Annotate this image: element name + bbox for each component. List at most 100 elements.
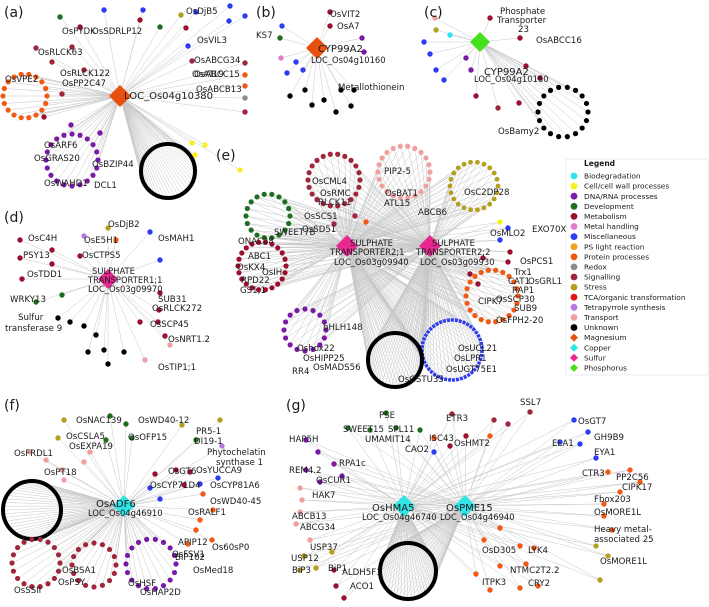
edge [123,505,197,531]
gene-node [367,427,373,433]
gene-node [423,155,429,161]
edge [319,481,405,507]
edge [119,95,162,146]
gene-label: OsHSF [128,579,156,589]
gene-node [306,184,312,190]
gene-node [393,425,399,431]
edge [394,245,431,334]
edge [424,505,466,549]
gene-node [21,581,27,587]
gene-node [426,176,432,182]
gene-node [171,552,178,559]
edge [8,81,121,97]
edge [429,245,448,380]
edge-layer [2,5,641,600]
edge [346,245,377,341]
gene-label: OsSCP45 [150,320,189,330]
gene-label: OsWD40-12 [138,416,189,426]
edge [119,20,230,97]
edge [403,491,621,507]
gene-node [210,507,216,513]
edge [71,505,125,566]
gene-label: OsMORE1L [600,557,647,567]
gene-label: SSL7 [520,398,541,408]
gene-node [331,461,337,467]
edge [71,95,121,135]
gene-node [193,9,199,15]
edge [45,88,121,97]
gene-node [77,24,83,30]
gene-node [472,313,478,319]
edge [464,491,621,507]
gene-node [557,439,563,445]
edge [295,505,466,525]
gene-node [11,74,17,80]
gene-node [302,87,308,93]
gene-label: Trx1 [513,268,532,278]
legend-swatch [570,353,578,362]
edge [52,489,125,507]
edge [403,445,451,507]
gene-node [579,125,585,131]
gene-label: ALDH5F1 [342,568,382,578]
gene-node [282,335,289,341]
gene-node [451,170,457,176]
edge [346,245,370,354]
edge [85,505,125,545]
gene-node [129,545,135,551]
gene-node [215,475,221,481]
gene-node [5,79,11,85]
gene-node [348,103,354,109]
gene-node [464,286,470,292]
gene-node [193,437,199,443]
gene-node [405,143,411,149]
edge [238,245,431,260]
gene-node [500,269,506,275]
legend-item-label: Metabolism [584,212,627,221]
legend-item-label: Redox [584,263,607,272]
gene-node [137,17,143,23]
panel-a-label: (a) [4,5,24,21]
gene-node [279,23,285,29]
gene-label: OsUGT75E1 [446,365,497,375]
edge [119,95,142,168]
gene-node [51,575,57,582]
edge [123,439,197,507]
edge [411,245,431,339]
edge [390,505,405,594]
legend-item-label: Tetrapyrrole synthesis [583,303,666,312]
gene-label: ISC43 [429,434,454,444]
gene-node [317,479,323,485]
gene-label: OsSCP30 [496,295,535,305]
gene-node [90,142,96,148]
edge [251,229,431,247]
edge [63,479,125,507]
edge [427,245,431,333]
gene-node [329,549,335,555]
gene-node [49,247,55,253]
gene-node [511,307,517,313]
gene-label: synthase 1 [216,458,263,468]
hub-sublabel: LOC_Os04g46940 [440,512,515,522]
gene-node [523,561,529,567]
gene-node [173,561,179,567]
gene-label: UMAMIT14 [365,435,411,445]
gene-label: bHLH148 [323,323,363,333]
gene-node [515,293,521,299]
edge [309,505,466,541]
edge [346,245,481,341]
edge [123,505,147,589]
edge [83,278,109,327]
gene-node [339,473,345,479]
gene-label: USP12 [291,554,319,564]
gene-label: ABCG34 [300,523,335,533]
gene-node [448,176,454,182]
edge [71,95,121,187]
edge [79,26,121,97]
legend-item-label: Copper [584,343,612,352]
edge [284,245,348,260]
gene-node [189,58,195,64]
edge [341,475,466,507]
gene-node [314,197,320,203]
